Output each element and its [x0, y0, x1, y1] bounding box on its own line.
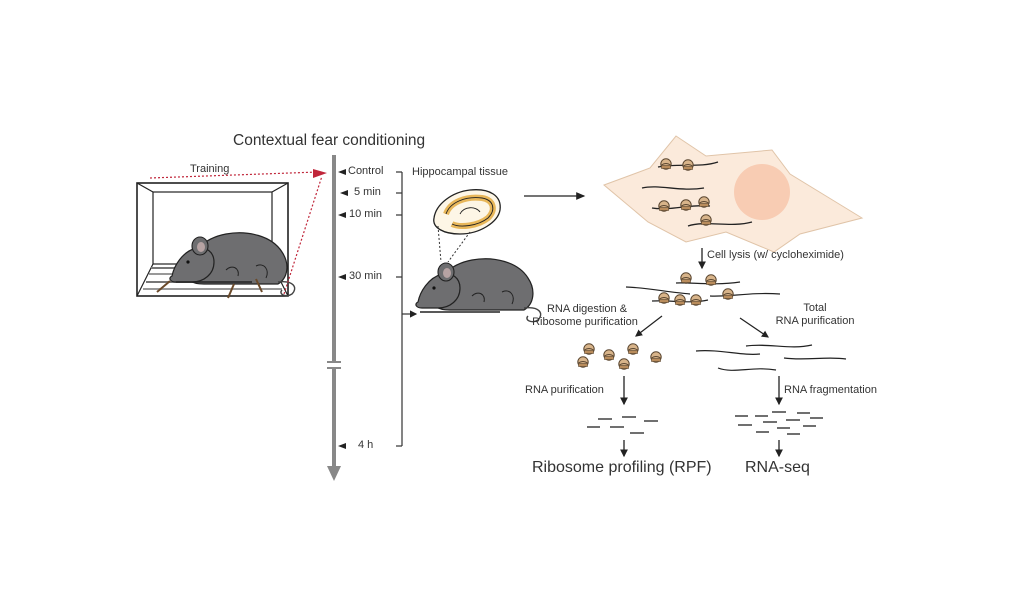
rna-digestion-label-1: RNA digestion &: [546, 303, 628, 315]
total-rna-arrow: [739, 317, 769, 338]
rna-digestion-label-2: Ribosome purification: [532, 316, 638, 328]
rna-digestion-arrow: [635, 315, 663, 337]
total-rna-strands-icon: [695, 344, 847, 371]
lysate-icon: [625, 272, 781, 306]
rna-fragmentation-label: RNA fragmentation: [784, 384, 877, 396]
hippocampal-tissue-label: Hippocampal tissue: [412, 166, 508, 178]
rpf-fragments-icon: [587, 416, 658, 434]
time-point-4h: 4 h: [358, 439, 374, 451]
red-arrow-icon: [313, 169, 327, 178]
timeline-axis: [327, 155, 341, 481]
hippocampus-icon: [433, 189, 501, 235]
cell-lysis-label: Cell lysis (w/ cycloheximide): [707, 249, 844, 261]
total-rna-label-1: Total: [803, 302, 827, 314]
time-point-10min: 10 min: [349, 208, 383, 220]
training-label: Training: [190, 163, 230, 175]
rnaseq-output-label: RNA-seq: [745, 459, 810, 476]
rna-purification-label: RNA purification: [525, 384, 604, 396]
rnaseq-fragments-icon: [735, 411, 823, 435]
time-point-markers: [338, 169, 348, 449]
zoom-lines: [149, 171, 323, 295]
time-point-control: Control: [348, 165, 384, 177]
rpf-output-label: Ribosome profiling (RPF): [532, 459, 712, 476]
time-point-30min: 30 min: [349, 270, 383, 282]
purified-ribosomes-icon: [577, 343, 662, 370]
timeline-bracket: [396, 171, 418, 447]
total-rna-label-2: RNA purification: [775, 315, 855, 327]
time-point-5min: 5 min: [354, 186, 381, 198]
electrode-icons: [156, 278, 263, 299]
diagram-title: Contextual fear conditioning: [233, 132, 426, 149]
neuron-cell-icon: [603, 135, 864, 253]
